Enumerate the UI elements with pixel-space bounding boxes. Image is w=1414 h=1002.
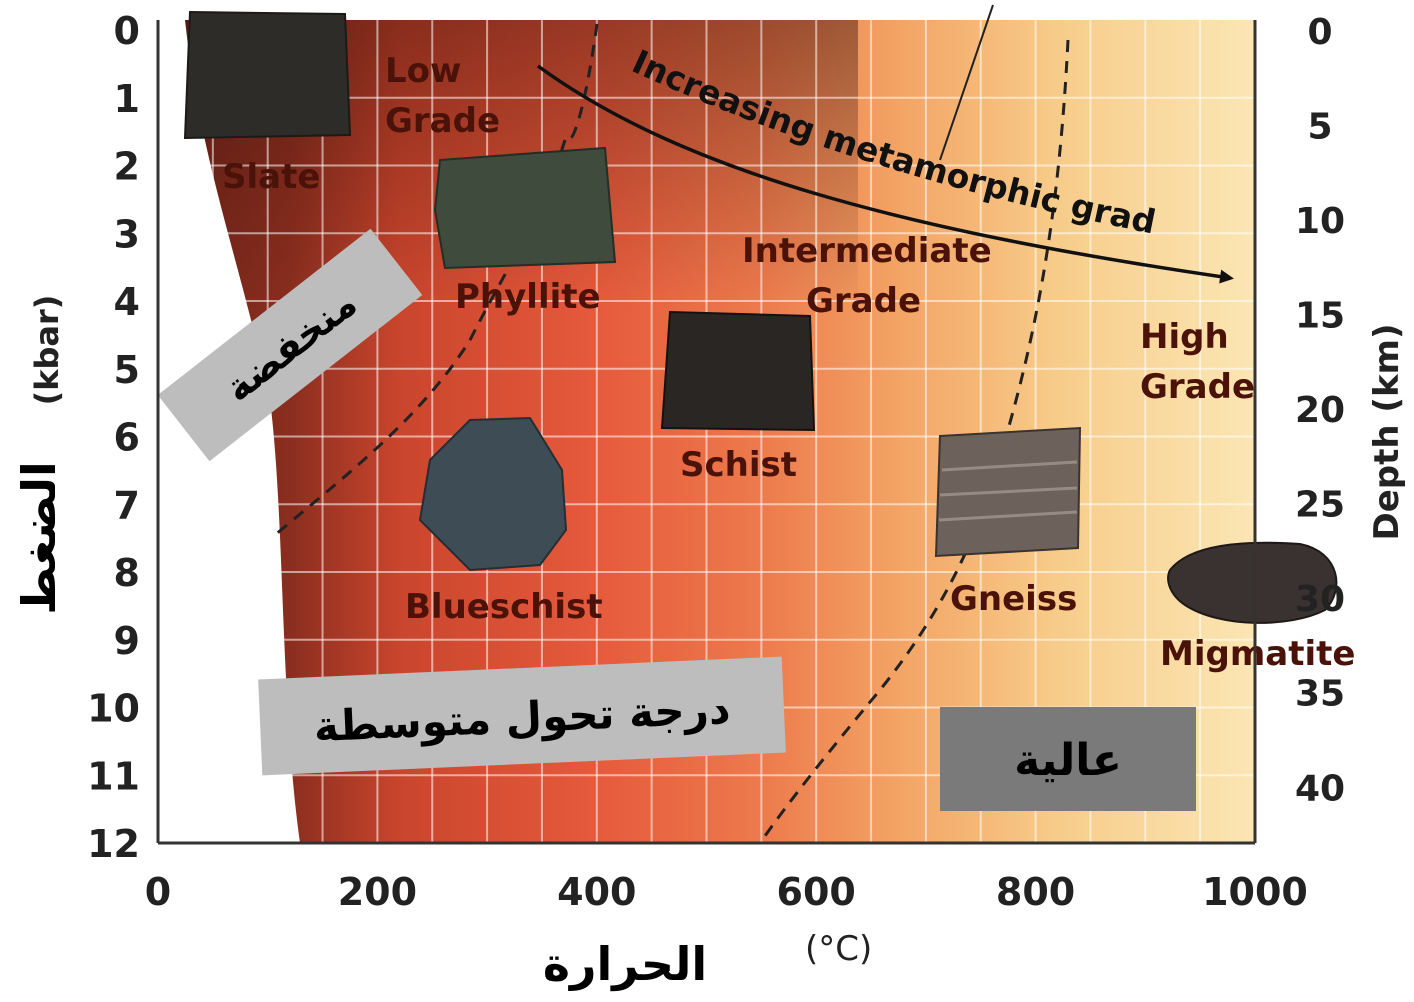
x-tick-label: 400: [557, 870, 636, 914]
y-right-tick-label: 5: [1307, 107, 1332, 148]
y-left-axis-unit: (kbar): [28, 295, 66, 406]
y-left-axis-ticks: 0123456789101112: [87, 9, 140, 866]
y-left-tick-label: 9: [114, 619, 140, 663]
rock-label-gneiss: Gneiss: [950, 579, 1077, 619]
y-left-tick-label: 12: [87, 822, 140, 866]
x-tick-label: 1000: [1202, 870, 1308, 914]
y-left-tick-label: 2: [114, 145, 140, 189]
slate-specimen: [185, 12, 350, 138]
x-axis-arabic-title: الحرارة: [543, 937, 707, 991]
y-left-tick-label: 3: [114, 212, 140, 256]
y-right-axis-title: Depth (km): [1367, 323, 1407, 540]
y-right-tick-label: 30: [1295, 579, 1345, 620]
rock-label-blueschist: Blueschist: [405, 587, 603, 627]
x-axis-unit: (°C): [805, 929, 872, 969]
rock-label-schist: Schist: [680, 445, 797, 485]
y-left-tick-label: 6: [114, 416, 140, 460]
y-right-tick-label: 20: [1295, 390, 1345, 431]
y-left-tick-label: 7: [114, 483, 140, 527]
x-tick-label: 200: [338, 870, 417, 914]
y-left-tick-label: 10: [87, 687, 140, 731]
x-tick-label: 600: [777, 870, 856, 914]
high-grade-label-line2: Grade: [1140, 367, 1255, 407]
svg-text:عالية: عالية: [1014, 735, 1122, 786]
y-left-axis-arabic-title: الضغط: [12, 461, 66, 615]
x-axis-ticks: 0 200 400 600 800 1000: [145, 870, 1308, 914]
x-tick-label: 0: [145, 870, 171, 914]
rock-label-migmatite: Migmatite: [1160, 634, 1355, 674]
y-left-tick-label: 5: [114, 348, 140, 392]
high-grade-label-line1: High: [1140, 317, 1229, 357]
y-left-tick-label: 4: [114, 280, 140, 324]
x-tick-label: 800: [996, 870, 1075, 914]
phyllite-specimen: [435, 148, 615, 268]
rock-label-phyllite: Phyllite: [455, 277, 601, 317]
y-left-tick-label: 11: [87, 754, 140, 798]
y-right-tick-label: 25: [1295, 485, 1345, 526]
low-grade-label-line1: Low: [385, 51, 461, 91]
y-left-tick-label: 1: [114, 77, 140, 121]
y-right-tick-label: 35: [1295, 674, 1345, 715]
y-left-tick-label: 8: [114, 551, 140, 595]
rock-label-slate: Slate: [222, 157, 320, 197]
arabic-high-box: عالية: [940, 707, 1196, 811]
y-right-tick-label: 15: [1295, 296, 1345, 337]
y-right-tick-label: 10: [1295, 201, 1345, 242]
schist-specimen: [662, 312, 814, 430]
y-right-tick-label: 40: [1295, 768, 1345, 809]
y-right-axis-ticks: 0 5 10 15 20 25 30 35 40: [1295, 12, 1345, 809]
intermediate-grade-label-line1: Intermediate: [742, 231, 992, 271]
low-grade-label-line2: Grade: [385, 101, 500, 141]
y-left-tick-label: 0: [114, 9, 140, 53]
y-right-tick-label: 0: [1307, 12, 1332, 53]
intermediate-grade-label-line2: Grade: [806, 281, 921, 321]
